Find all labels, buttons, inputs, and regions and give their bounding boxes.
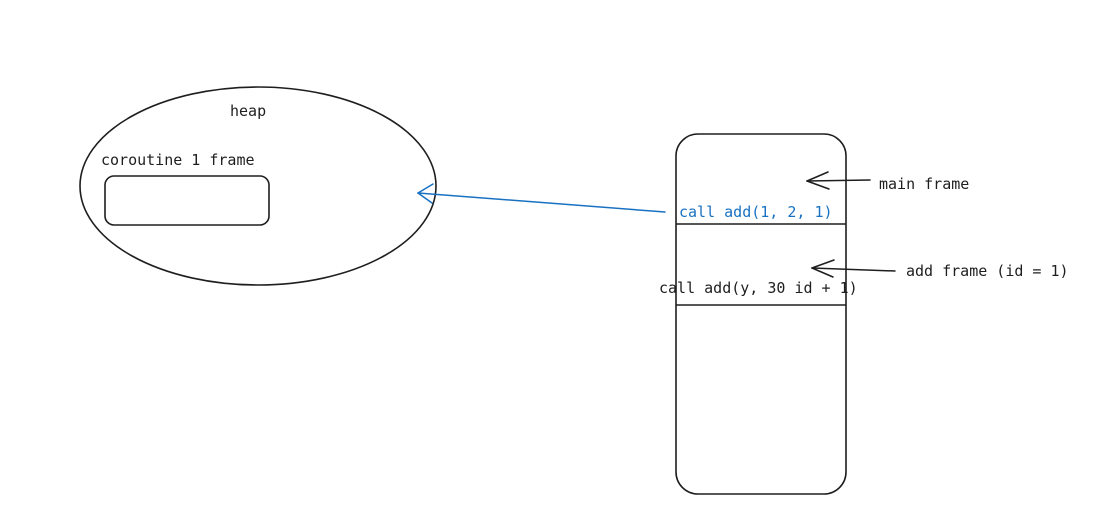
coroutine-frame-label: coroutine 1 frame	[101, 151, 255, 169]
stack-container	[675, 133, 847, 495]
call-main-label: call add(1, 2, 1)	[679, 203, 833, 221]
coroutine-frame-box	[104, 175, 270, 226]
add-frame-arrow	[811, 259, 896, 278]
call-add-label: call add(y, 30 id + 1)	[659, 279, 858, 297]
heap-ellipse	[79, 86, 437, 286]
main-frame-annotation: main frame	[879, 175, 969, 193]
main-frame-arrow	[806, 171, 871, 190]
heap-pointer-arrow	[417, 183, 666, 213]
add-frame-annotation: add frame (id = 1)	[906, 262, 1069, 280]
heap-label: heap	[230, 102, 266, 120]
